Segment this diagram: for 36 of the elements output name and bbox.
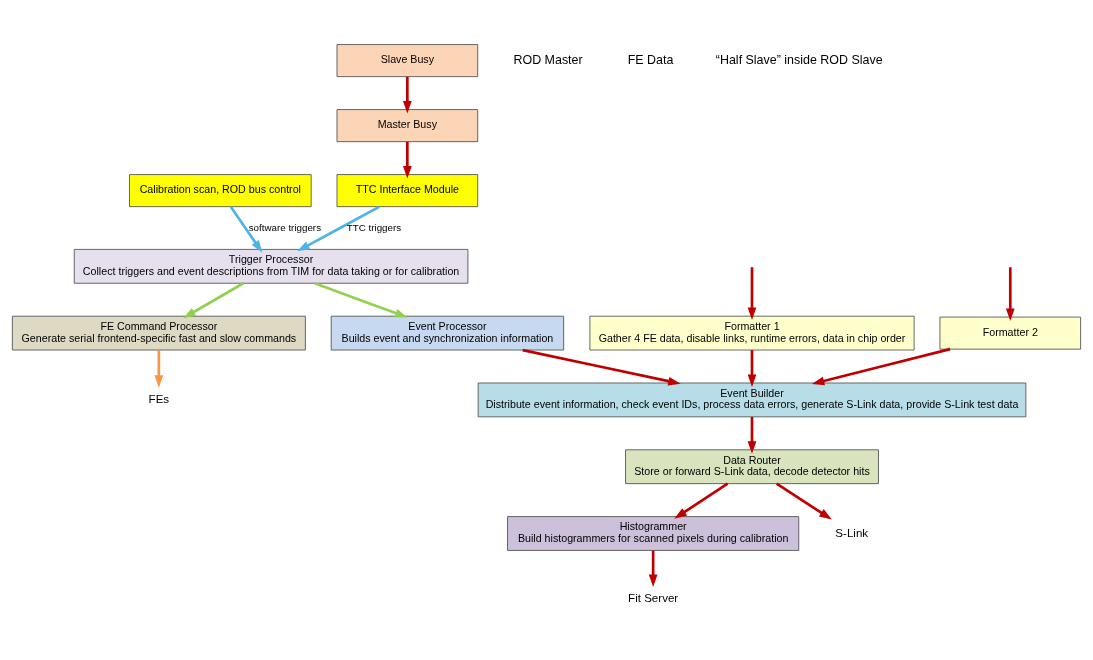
arrow [522,348,681,386]
arrow [314,282,408,318]
node-box: Histogrammer Build histogrammers for scanned pixels during calibration [507,516,800,551]
node-text: S-Link [835,526,869,539]
node-box: Slave Busy [336,44,479,78]
node-box: Trigger Processor Collect triggers and event descriptions from TIM for data taking or for calibration [73,248,469,284]
arrow [154,350,164,388]
node-box: Master Busy [336,109,479,143]
arrow [775,482,832,520]
arrow [297,205,380,252]
arrow [747,416,757,454]
node-box: Calibration scan, ROD bus control [129,174,312,208]
node-box: TTC Interface Module [336,174,479,208]
node-text: Fit Server [628,592,679,605]
arrow [402,76,412,114]
node-box: Data Router Store or forward S-Link data, decode detector hits [625,449,879,485]
arrow [648,550,658,588]
edge-label: software triggers [248,221,322,233]
node-box: Event Processor Builds event and synchronization information [330,315,565,351]
arrow [811,347,951,386]
arrow [1005,267,1015,321]
arrow [402,141,412,179]
arrow [747,350,757,387]
arrow [747,267,757,320]
node-box: FE Command Processor Generate serial frontend-specific fast and slow commands [11,315,306,351]
label: “Half Slave” inside ROD Slave [715,52,883,67]
node-box: Formatter 2 [939,316,1082,350]
node-box: Event Builder Distribute event information, check event IDs, process data errors, generate S-Link data, provide S-Link test data [477,382,1027,418]
arrow [674,482,729,519]
node-text: FEs [148,392,170,405]
arrow [183,282,244,319]
label: ROD Master [513,52,583,67]
label: FE Data [627,52,674,67]
arrow [229,206,263,253]
edge-label: TTC triggers [346,221,402,233]
node-box: Formatter 1 Gather 4 FE data, disable links, runtime errors, data in chip order [589,315,915,351]
